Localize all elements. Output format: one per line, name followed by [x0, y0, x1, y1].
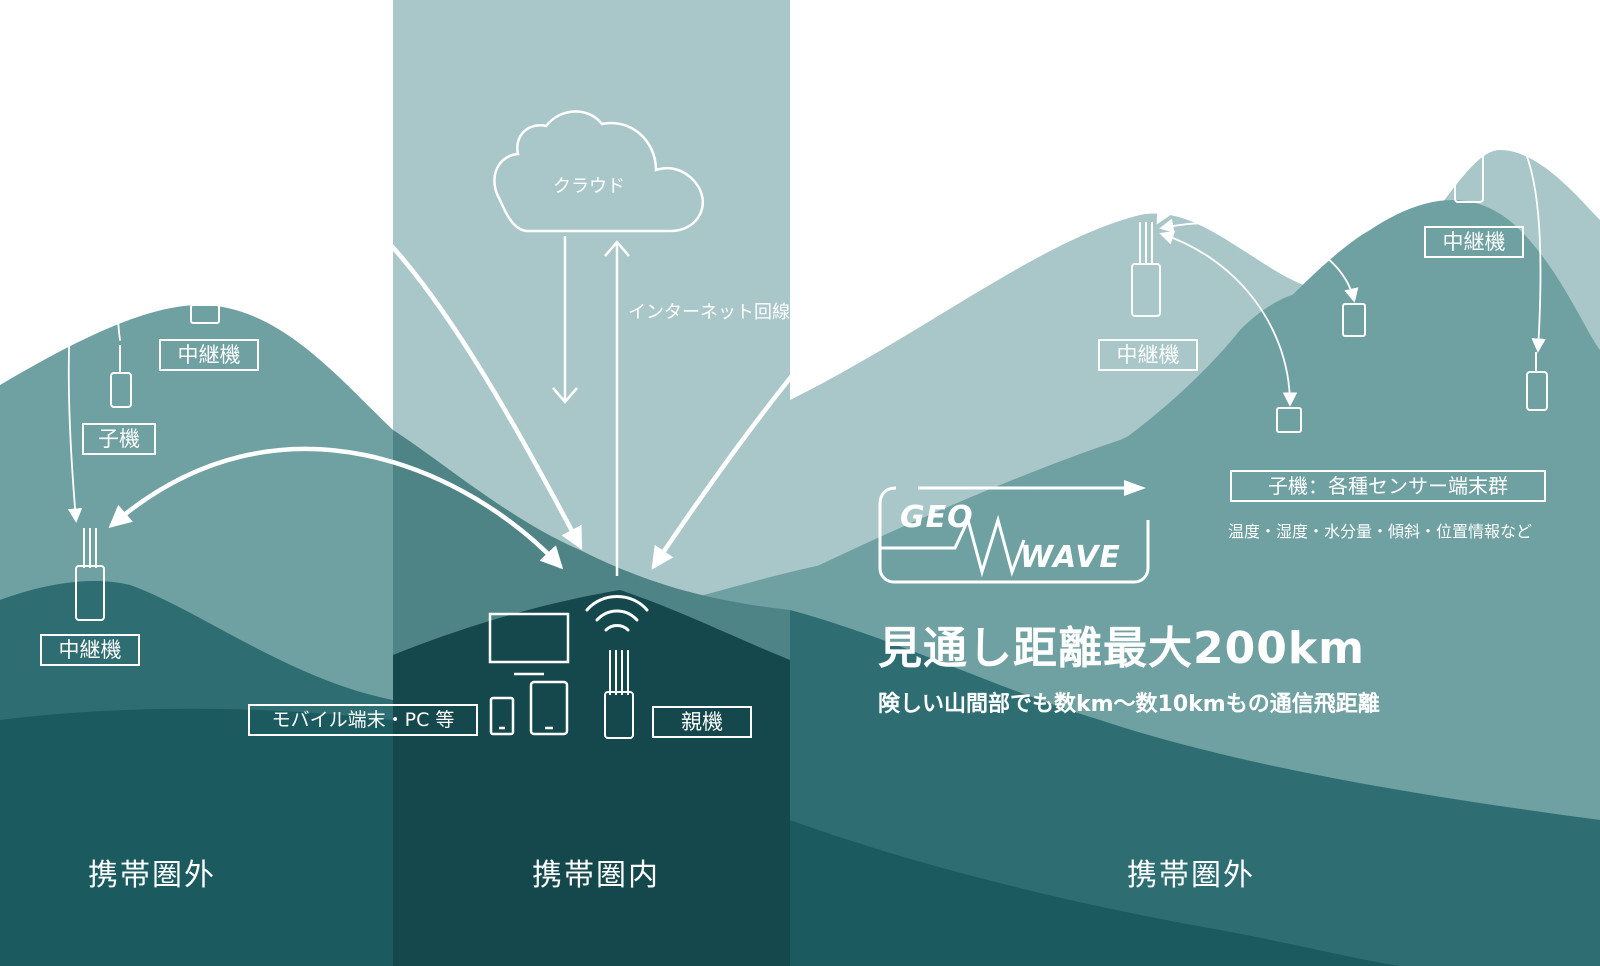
label-mobile-pc: モバイル端末・PC 等: [248, 704, 478, 736]
sensor-device-2: [1276, 407, 1302, 433]
parent-device-icon: [604, 650, 634, 739]
arrow-left-child-up: [117, 227, 197, 341]
logo-geo-text: GEO: [900, 500, 974, 535]
arrow-relay-to-sensor2: [1159, 230, 1298, 407]
sensor-types-text: 温度・湿度・水分量・傾斜・位置情報など: [1228, 522, 1533, 541]
zone-label-center: 携帯圏内: [532, 858, 660, 893]
sensor-device-3: [1526, 352, 1548, 411]
label-relay-left-top: 中継機: [159, 339, 259, 371]
cloud-up-arrowhead: [604, 240, 630, 257]
label-child-group: 子機：各種センサー端末群: [1230, 470, 1546, 502]
sensor-device-1: [1342, 303, 1366, 337]
internet-line-label: インターネット回線: [628, 302, 790, 323]
relay-device-left-bottom: [75, 528, 105, 621]
label-parent: 親機: [652, 706, 752, 738]
label-relay-right-center: 中継機: [1098, 339, 1198, 371]
arrow-left-relay-up: [67, 202, 198, 523]
label-child-left: 子機: [82, 423, 156, 455]
mountain-front-center: [393, 590, 790, 966]
zone-label-right: 携帯圏外: [1127, 858, 1255, 893]
tablet-icon: [529, 680, 569, 736]
label-relay-right-top: 中継機: [1424, 226, 1524, 258]
subheadline-text: 険しい山間部でも数km～数10kmもの通信飛距離: [878, 692, 1380, 717]
zone-label-left: 携帯圏外: [88, 858, 216, 893]
mountain-front-right: [790, 820, 1400, 966]
phone-icon: [489, 696, 515, 736]
arrow-right-top-to-sensor: [1489, 111, 1546, 353]
arrow-right-relay-to-parent: [651, 172, 1132, 570]
mountain-front-left: [0, 708, 393, 966]
arrow-right-top-pair: [1156, 72, 1468, 225]
logo-wave-text: WAVE: [1020, 540, 1121, 575]
label-relay-left-bottom: 中継機: [40, 634, 140, 666]
monitor-icon: [488, 612, 570, 676]
wifi-signal-icon: [585, 595, 649, 632]
geowave-logo: [878, 480, 1150, 584]
mountain-near-right: [790, 610, 1600, 966]
cloud-label: クラウド: [553, 176, 625, 197]
arrow-top-left-to-parent: [235, 157, 583, 550]
headline-text: 見通し距離最大200km: [878, 623, 1365, 674]
